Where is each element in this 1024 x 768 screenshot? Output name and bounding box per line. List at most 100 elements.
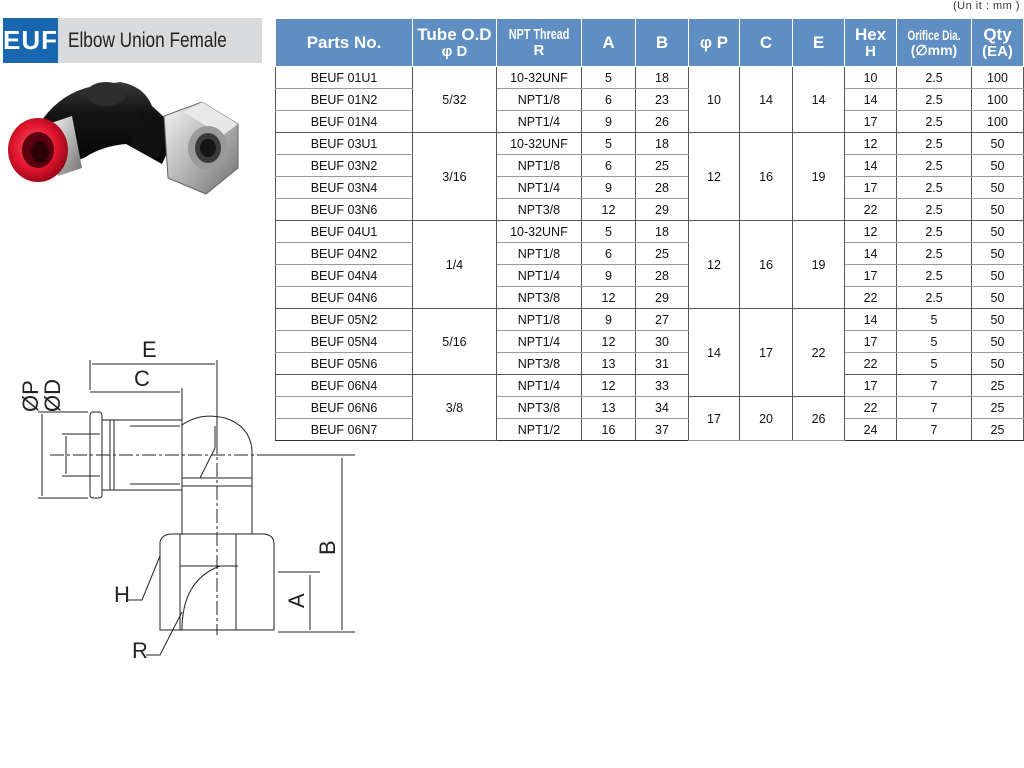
cell-b: 29 xyxy=(634,286,689,309)
cell-c: 14 xyxy=(739,66,794,133)
cell-orifice: 2.5 xyxy=(896,242,972,265)
cell-p: 10 xyxy=(687,66,741,133)
cell-b: 25 xyxy=(634,242,689,265)
cell-e: 19 xyxy=(792,220,846,309)
cell-part: BEUF 04N2 xyxy=(274,242,414,265)
cell-npt: 10-32UNF xyxy=(495,66,583,89)
cell-qty: 25 xyxy=(970,374,1024,397)
cell-orifice: 2.5 xyxy=(896,132,972,155)
cell-orifice: 2.5 xyxy=(896,110,972,133)
cell-e: 26 xyxy=(792,396,846,441)
cell-npt: NPT1/4 xyxy=(495,176,583,199)
cell-b: 29 xyxy=(634,198,689,221)
cell-hex: 17 xyxy=(844,176,898,199)
cell-part: BEUF 03U1 xyxy=(274,132,414,155)
cell-part: BEUF 03N6 xyxy=(274,198,414,221)
cell-hex: 12 xyxy=(844,132,898,155)
product-badge: EUF Elbow Union Female xyxy=(3,18,262,63)
technical-drawing: E C ØP ØD B A H R xyxy=(18,337,355,663)
col-tube-od-line2: φ D xyxy=(441,42,468,60)
cell-hex: 17 xyxy=(844,110,898,133)
cell-qty: 100 xyxy=(970,66,1024,89)
cell-orifice: 2.5 xyxy=(896,198,972,221)
cell-part: BEUF 04U1 xyxy=(274,220,414,243)
col-hex-line1: Hex xyxy=(854,24,887,44)
label-e: E xyxy=(142,337,157,362)
cell-part: BEUF 06N4 xyxy=(274,374,414,397)
cell-a: 12 xyxy=(581,198,636,221)
cell-hex: 22 xyxy=(844,352,898,375)
cell-hex: 10 xyxy=(844,66,898,89)
cell-hex: 24 xyxy=(844,418,898,441)
cell-hex: 22 xyxy=(844,396,898,419)
table-row: BEUF 04U1 1/4 10-32UNF 5 18 12 16 19 12 … xyxy=(274,220,1024,309)
cell-a: 13 xyxy=(581,396,636,419)
table-row: BEUF 05N4 NPT1/4 12 30 17 5 50 xyxy=(274,330,1024,353)
cell-orifice: 2.5 xyxy=(896,264,972,287)
cell-b: 37 xyxy=(634,418,689,441)
cell-qty: 100 xyxy=(970,110,1024,133)
col-hex-line2: H xyxy=(865,42,876,60)
cell-orifice: 2.5 xyxy=(896,220,972,243)
cell-qty: 50 xyxy=(970,154,1024,177)
cell-b: 31 xyxy=(634,352,689,375)
col-qty-line2: (EA) xyxy=(982,42,1013,60)
cell-qty: 50 xyxy=(970,308,1024,331)
col-c: C xyxy=(739,18,794,67)
cell-b: 18 xyxy=(634,132,689,155)
cell-part: BEUF 05N2 xyxy=(274,308,414,331)
cell-c: 16 xyxy=(739,132,794,221)
cell-qty: 25 xyxy=(970,396,1024,419)
cell-qty: 50 xyxy=(970,352,1024,375)
cell-e: 14 xyxy=(792,66,846,133)
label-b: B xyxy=(315,540,340,555)
cell-b: 23 xyxy=(634,88,689,111)
col-e: E xyxy=(792,18,846,67)
cell-b: 27 xyxy=(634,308,689,331)
cell-orifice: 2.5 xyxy=(896,286,972,309)
table-row: BEUF 01N4 NPT1/4 9 26 17 2.5 100 xyxy=(274,110,1024,133)
product-title: Elbow Union Female xyxy=(58,18,262,63)
label-r: R xyxy=(132,638,148,663)
cell-part: BEUF 05N4 xyxy=(274,330,414,353)
cell-qty: 50 xyxy=(970,132,1024,155)
cell-qty: 50 xyxy=(970,264,1024,287)
cell-a: 6 xyxy=(581,88,636,111)
cell-hex: 17 xyxy=(844,374,898,397)
cell-hex: 17 xyxy=(844,330,898,353)
cell-part: BEUF 03N4 xyxy=(274,176,414,199)
cell-b: 28 xyxy=(634,264,689,287)
cell-hex: 14 xyxy=(844,154,898,177)
cell-npt: NPT3/8 xyxy=(495,286,583,309)
cell-qty: 100 xyxy=(970,88,1024,111)
cell-orifice: 2.5 xyxy=(896,154,972,177)
cell-a: 16 xyxy=(581,418,636,441)
cell-e: 19 xyxy=(792,132,846,221)
cell-qty: 50 xyxy=(970,176,1024,199)
cell-orifice: 2.5 xyxy=(896,88,972,111)
table-row: BEUF 01N2 NPT1/8 6 23 14 2.5 100 xyxy=(274,88,1024,111)
cell-p: 14 xyxy=(687,308,741,397)
cell-b: 18 xyxy=(634,66,689,89)
cell-npt: 10-32UNF xyxy=(495,132,583,155)
table-row: BEUF 03N4 NPT1/4 9 28 17 2.5 50 xyxy=(274,176,1024,199)
col-npt-line2: R xyxy=(533,41,545,59)
table-row: BEUF 06N4 3/8 NPT1/4 12 33 17 7 25 xyxy=(274,374,1024,441)
cell-a: 12 xyxy=(581,374,636,397)
cell-p: 12 xyxy=(687,132,741,221)
cell-b: 30 xyxy=(634,330,689,353)
cell-tube-od: 3/16 xyxy=(412,132,497,221)
cell-b: 33 xyxy=(634,374,689,397)
cell-npt: NPT1/4 xyxy=(495,374,583,397)
cell-hex: 22 xyxy=(844,198,898,221)
product-title-text: Elbow Union Female xyxy=(68,28,227,52)
cell-hex: 14 xyxy=(844,308,898,331)
cell-npt: NPT3/8 xyxy=(495,198,583,221)
cell-npt: NPT3/8 xyxy=(495,352,583,375)
label-c: C xyxy=(134,366,150,391)
col-orifice-line1: Orifice Dia. xyxy=(907,26,961,43)
col-qty-line1: Qty xyxy=(983,24,1012,44)
